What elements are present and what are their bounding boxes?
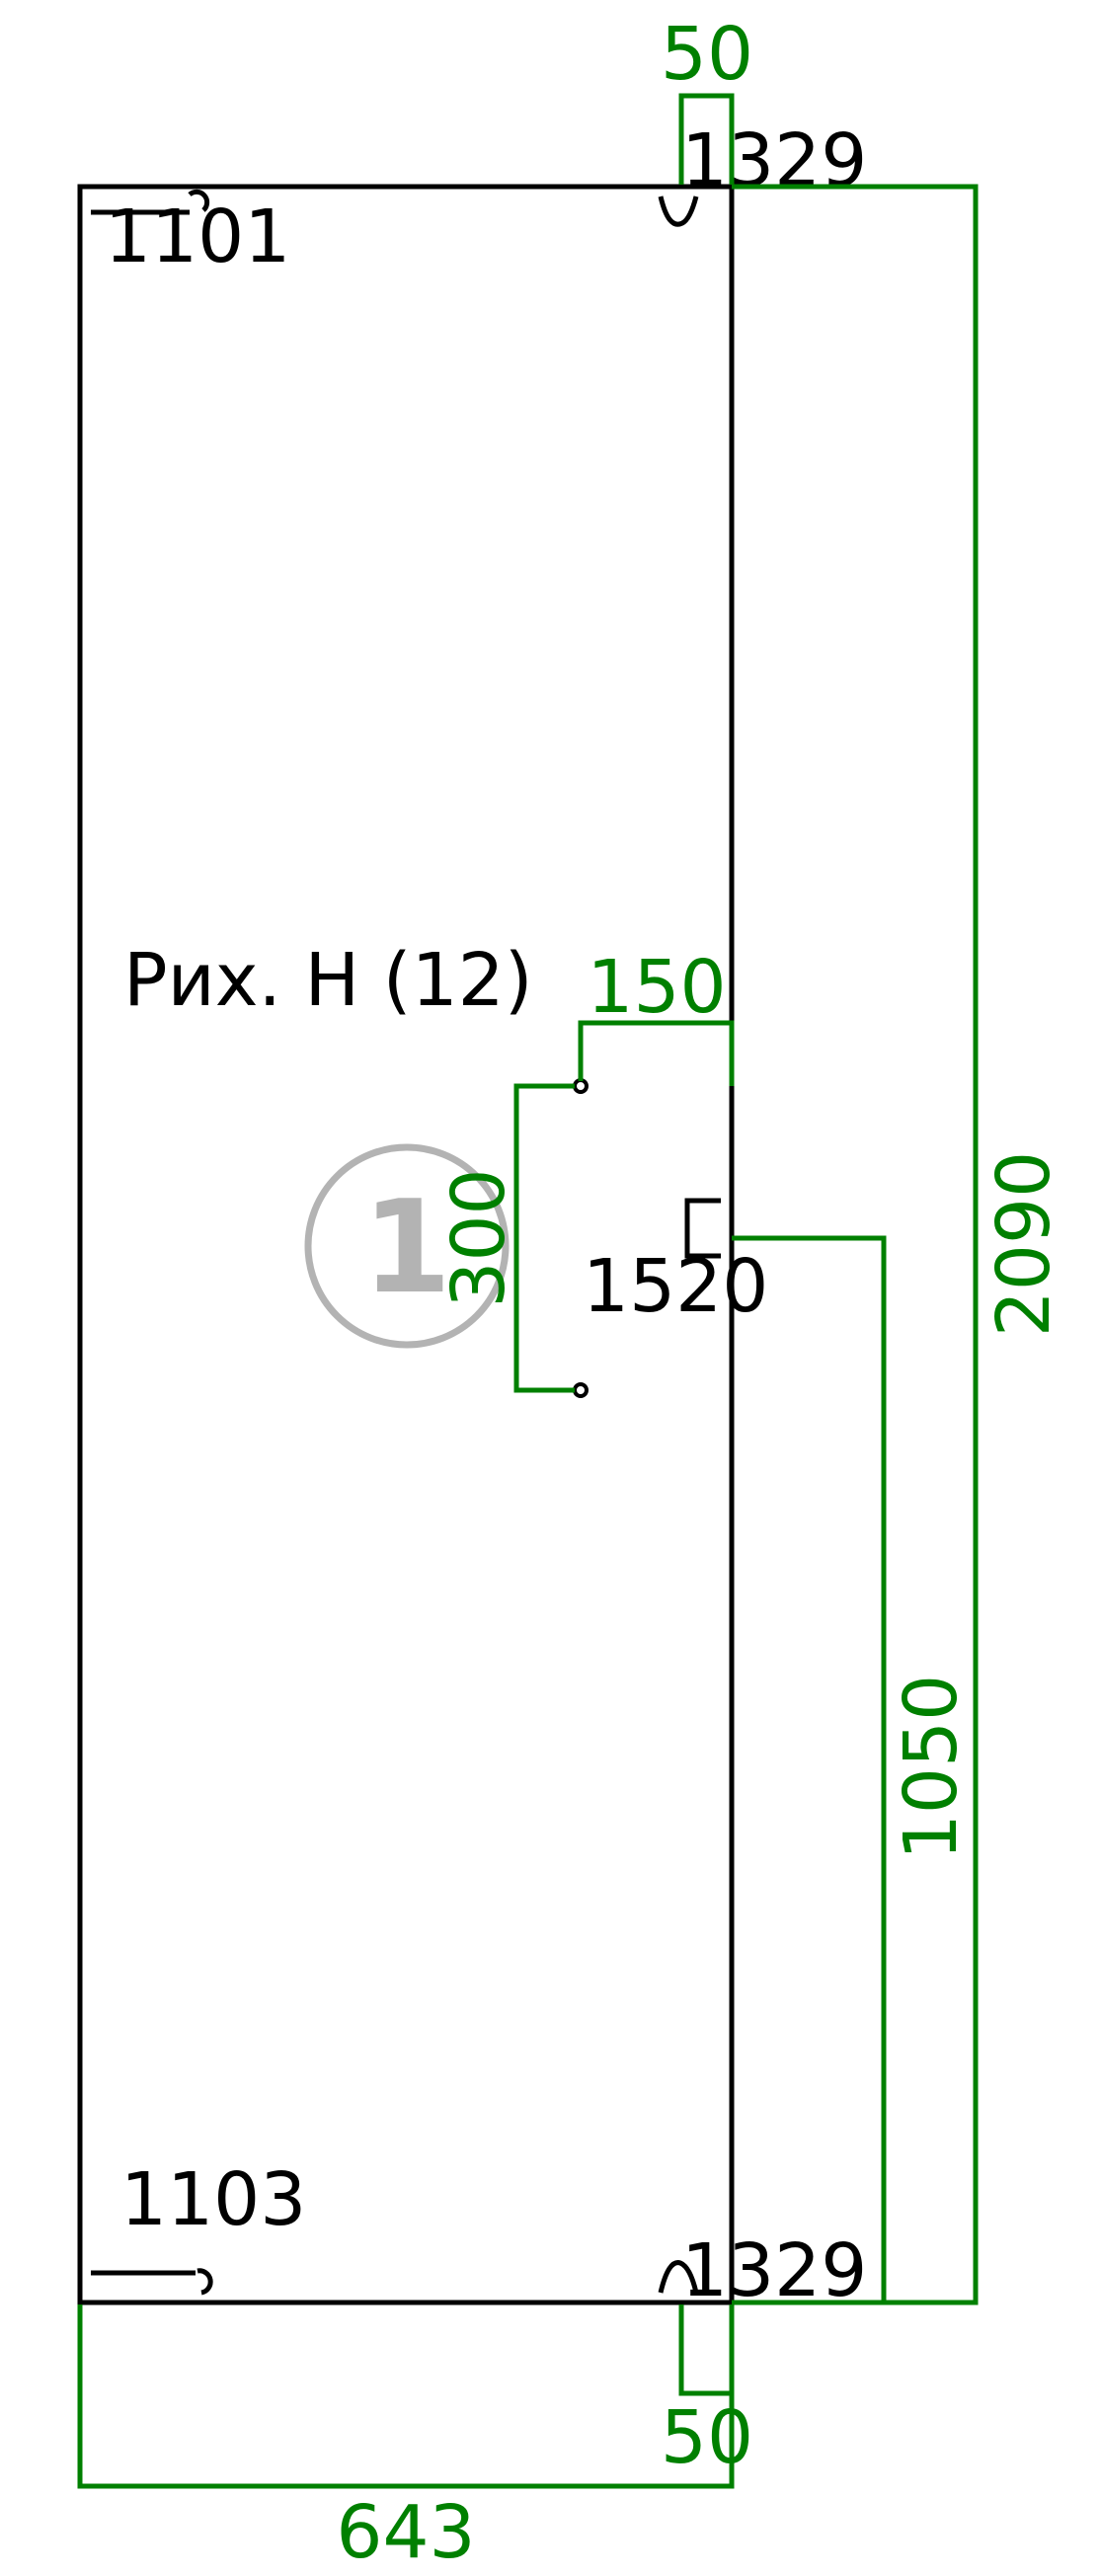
hinge-bottom-right-icon — [658, 2260, 699, 2294]
panel-label: Рих. Н (12) — [123, 938, 533, 1023]
hardware-code-top-left: 1101 — [105, 195, 290, 279]
hardware-code-bottom-left: 1103 — [120, 2157, 306, 2242]
dimension-line-handle-height — [732, 1235, 887, 2303]
dimension-handle-height: 1050 — [889, 1675, 974, 1860]
panel-badge: 1 — [304, 1143, 510, 1349]
hinge-top-left-icon — [91, 189, 210, 215]
panel-outline — [77, 184, 735, 2305]
dimension-line-total-width — [77, 2304, 735, 2489]
hardware-code-top-right: 1329 — [681, 118, 867, 203]
hardware-code-handle: 1520 — [583, 1244, 768, 1329]
dimension-total-height: 2090 — [982, 1151, 1066, 1337]
dimension-line-bottom-width — [678, 2304, 735, 2396]
dimension-top-width: 50 — [661, 12, 753, 97]
dimension-line-top-width — [678, 93, 735, 185]
dimension-handle-offset: 150 — [587, 945, 726, 1030]
handle-icon — [684, 1198, 721, 1259]
dimension-total-width: 643 — [336, 2490, 475, 2575]
badge-circle — [304, 1143, 510, 1349]
handle-hole-top — [573, 1078, 589, 1094]
hardware-code-bottom-right: 1329 — [681, 2228, 867, 2313]
dimension-bottom-width: 50 — [661, 2395, 753, 2480]
dimension-line-handle-span — [513, 1083, 575, 1393]
dimension-line-handle-offset — [578, 1020, 735, 1086]
hinge-top-right-icon — [658, 195, 699, 227]
badge-number: 1 — [362, 1172, 451, 1322]
hinge-bottom-left-icon — [91, 2268, 213, 2296]
dimension-line-total-height — [732, 184, 979, 2305]
handle-hole-bottom — [573, 1382, 589, 1398]
dimension-handle-span: 300 — [436, 1168, 521, 1307]
